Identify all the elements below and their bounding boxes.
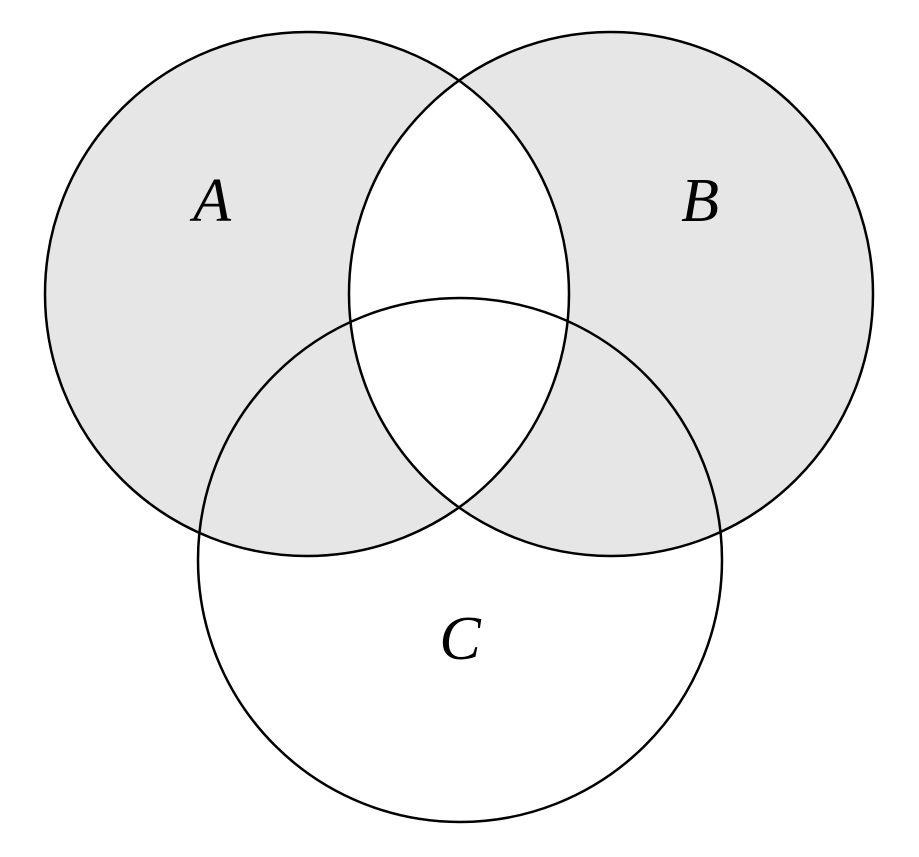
set-label-c: C [439, 605, 481, 673]
circle-outline-set-b[interactable] [347, 30, 875, 558]
circle-outline-set-c[interactable] [196, 296, 724, 824]
set-label-b: B [681, 167, 719, 235]
circle-outline-set-a[interactable] [43, 30, 571, 558]
set-label-a: A [189, 167, 232, 235]
